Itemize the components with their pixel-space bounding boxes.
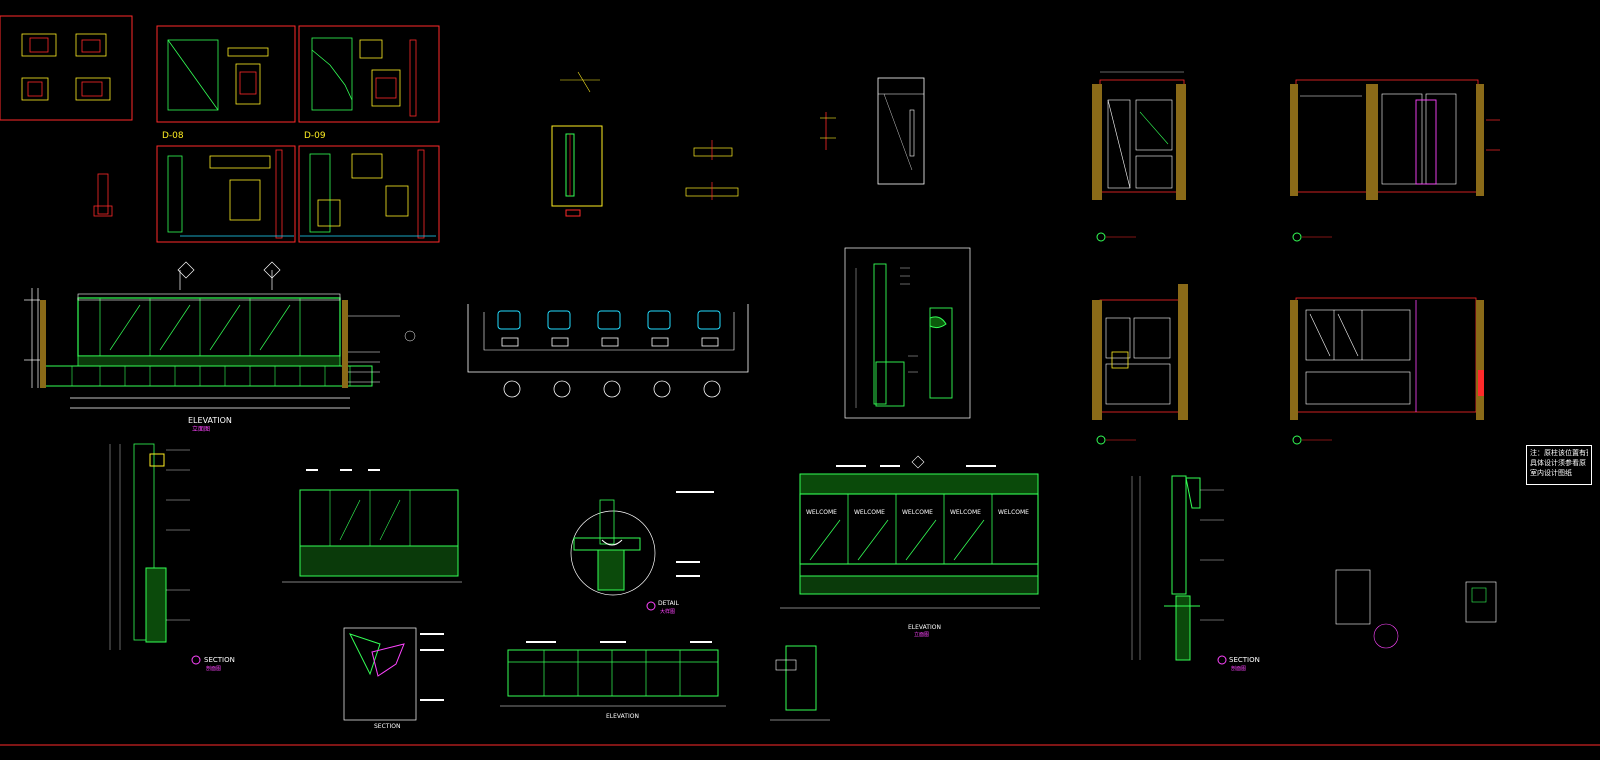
room-elevation-c [1092,284,1188,445]
note-line-3: 室内设计图纸 [1530,469,1572,477]
room-elevation-a [1092,71,1186,242]
main-elevation-drawing: ELEVATION 立面图 [24,261,416,433]
welcome-counter-elevation: WELCOME WELCOME WELCOME WELCOME WELCOME … [780,455,1040,638]
welcome-sign-1: WELCOME [806,509,837,516]
cabinet-section-detail [844,247,971,419]
label-detail-cn: 大样图 [660,608,675,615]
counter-plan [467,304,749,398]
label-elevation-main-cn: 立面图 [192,425,210,433]
sheet-label-d08: D-08 [162,131,184,141]
room-elevation-b [1290,79,1500,242]
welcome-sign-3: WELCOME [902,509,933,516]
label-elevation-welcome-cn: 立面图 [914,631,929,638]
bottom-cabinet-elevation: ELEVATION [500,641,726,720]
label-section-left-cn: 剖面图 [206,665,221,672]
design-note-box: 注：原柱该位置有预留筒 具体设计须参看原 室内设计图纸 [1526,445,1592,485]
label-section-right: SECTION [1229,656,1260,664]
tall-door-elevation [820,77,925,185]
thumbnail-sheet-set [0,15,133,121]
detail-sheet-group: D-08 D-09 [156,25,440,243]
note-line-2: 具体设计须参看原 [1530,459,1586,467]
label-elevation-bottom: ELEVATION [606,713,639,720]
small-details-right [1335,569,1497,649]
sheet-label-d09: D-09 [304,131,326,141]
label-elevation-welcome: ELEVATION [908,624,941,631]
label-detail: DETAIL [658,600,679,607]
note-line-1: 注：原柱该位置有预留筒 [1530,449,1588,457]
label-elevation-main: ELEVATION [188,416,232,425]
label-section-bottom: SECTION [374,723,400,730]
welcome-sign-4: WELCOME [950,509,981,516]
bottom-cabinet-section [770,645,830,721]
door-elevation [551,71,603,217]
room-elevation-d [1290,297,1484,445]
small-details-center [685,140,739,200]
column-section-left: SECTION 剖面图 [109,443,235,672]
glass-panel-elevation [282,469,462,583]
welcome-sign-5: WELCOME [998,509,1029,516]
counter-section-right: SECTION 剖面图 [1131,475,1260,672]
column-detail-small [93,173,113,217]
detail-callout-circle: DETAIL 大样图 [570,491,714,615]
welcome-sign-2: WELCOME [854,509,885,516]
bottom-section-small: SECTION [343,627,444,730]
label-section-right-cn: 剖面图 [1231,665,1246,672]
label-section-left: SECTION [204,656,235,664]
